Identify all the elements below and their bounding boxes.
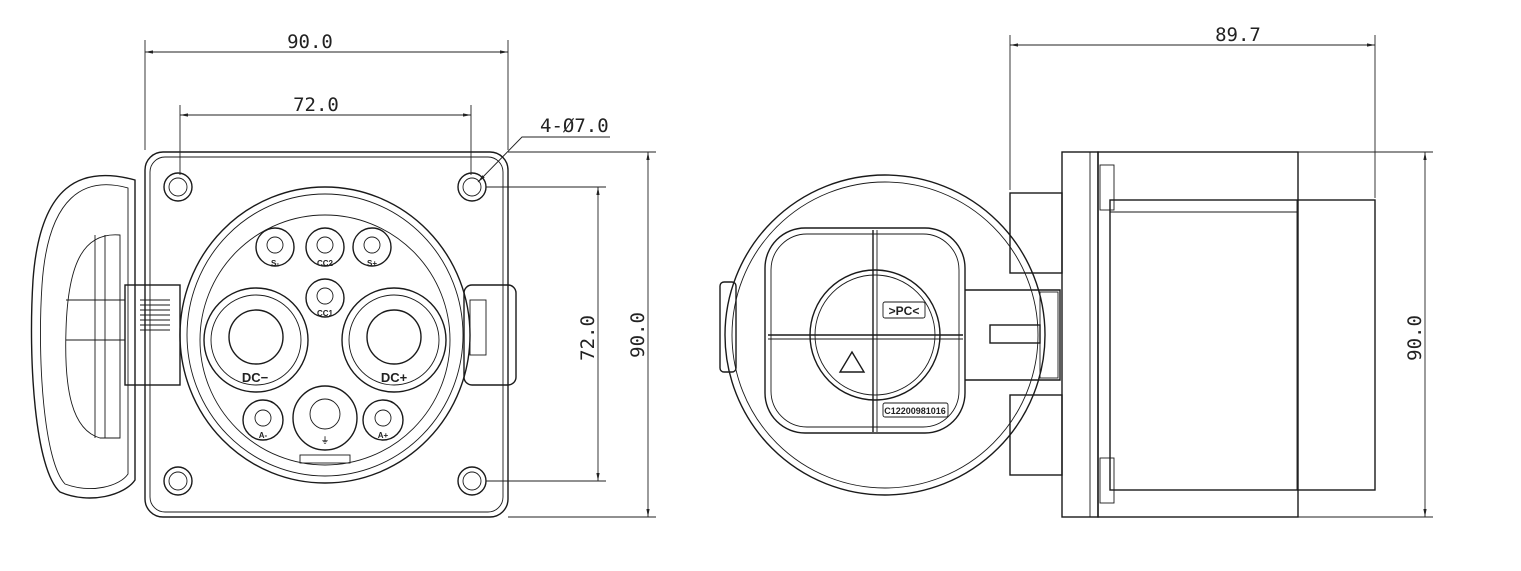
- socket-face: S- CC2 S+ CC1 DC− DC+ A- A+ ⏚: [179, 186, 471, 484]
- pin-label: S-: [271, 259, 279, 268]
- side-view: >PC< C12200981016 89.7 90.0: [719, 24, 1433, 518]
- pin-label: A+: [378, 431, 389, 440]
- material-mark: >PC<: [889, 304, 920, 318]
- front-view: S- CC2 S+ CC1 DC− DC+ A- A+ ⏚ 90.0 72.0 …: [30, 31, 656, 518]
- pin-cc2: CC2: [305, 227, 345, 268]
- pin-label: ⏚: [321, 436, 329, 445]
- dim-hole-spacing-height: 72.0: [577, 315, 599, 361]
- pin-label: DC−: [242, 370, 269, 385]
- dim-hole-spacing-width: 72.0: [293, 94, 339, 116]
- pin-label: CC1: [317, 309, 334, 318]
- dim-overall-height: 90.0: [627, 312, 649, 358]
- pin-cc1: CC1: [305, 278, 345, 318]
- pin-dc-plus: DC+: [341, 287, 447, 393]
- flap-cap: >PC< C12200981016: [719, 174, 1061, 496]
- mounting-holes: [163, 172, 487, 496]
- pin-label: CC2: [317, 259, 334, 268]
- pin-s-plus: S+: [352, 227, 392, 268]
- protective-flap: [30, 174, 181, 499]
- front-dimensions: 90.0 72.0 4-Ø7.0 72.0 90.0: [144, 31, 656, 518]
- socket-body: [1009, 151, 1376, 518]
- side-dimensions: 89.7 90.0: [1009, 24, 1433, 518]
- dim-overall-width: 90.0: [287, 31, 333, 53]
- pin-s-minus: S-: [255, 227, 295, 268]
- pin-label: DC+: [381, 370, 408, 385]
- pin-dc-minus: DC−: [203, 287, 309, 393]
- mounting-plate: [144, 151, 509, 518]
- pin-a-plus: A+: [362, 399, 404, 441]
- pin-label: A-: [259, 431, 268, 440]
- pin-pe: ⏚: [292, 385, 358, 464]
- pin-a-minus: A-: [242, 399, 284, 441]
- pin-label: S+: [367, 259, 377, 268]
- serial-number: C12200981016: [884, 406, 946, 416]
- dim-side-height: 90.0: [1404, 315, 1426, 361]
- dim-depth: 89.7: [1215, 24, 1261, 46]
- dim-hole-callout: 4-Ø7.0: [540, 115, 609, 137]
